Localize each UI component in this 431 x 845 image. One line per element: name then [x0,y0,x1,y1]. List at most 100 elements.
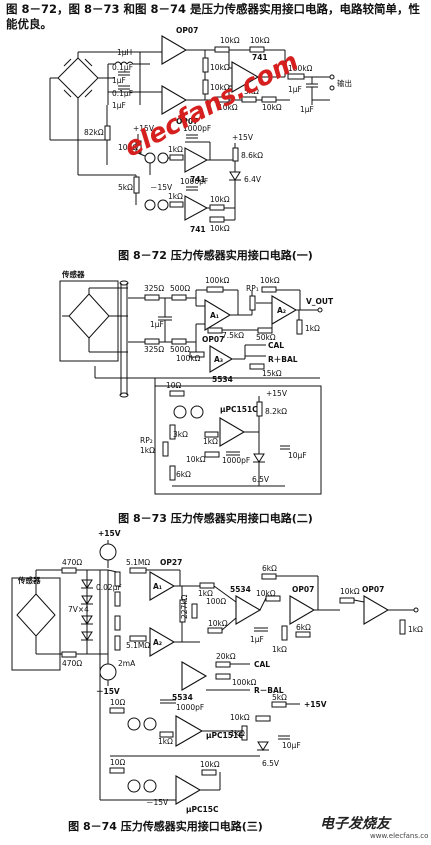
label-v15n-74: －15V [96,687,120,696]
label-82k: 82kΩ [84,128,104,137]
amp-op07b-74 [363,595,390,625]
transistor-2 [157,152,169,164]
label-r10k-c: 10kΩ [210,83,230,92]
transistor-4 [157,199,169,211]
label-65v-74: 6.5V [262,759,280,768]
label-cal-73: CAL [268,341,284,350]
label-10ke-74: 10kΩ [200,760,220,769]
label-op07-73: OP07 [202,335,224,344]
amp-741-main [231,61,260,93]
label-r10k-h: 10kΩ [210,224,230,233]
label-c1: 0.1μF [112,63,133,72]
transistor-10 [143,779,157,793]
label-75k: 7.5kΩ [222,331,244,340]
label-5k-74: 5kΩ [272,693,287,702]
label-100k-74: 100kΩ [232,678,257,687]
label-51mb: 5.1MΩ [126,641,150,650]
label-output: 输出 [337,78,352,88]
label-upc15c-74: μPC15C [186,805,219,814]
label-c4: 1μF [112,101,126,110]
current-source-top [99,543,117,561]
intro-paragraph: 图 8－72，图 8－73 和图 8－74 是压力传感器实用接口电路，电路较简单… [6,2,421,31]
label-741: 741 [252,53,268,62]
label-cal-74: CAL [254,660,270,669]
label-10kb-73: 10kΩ [186,455,206,464]
label-7vx4: 7V×4 [68,605,89,614]
label-470b: 470Ω [62,659,82,668]
label-86k: 8.6kΩ [241,151,263,160]
label-1uF-73: 1μF [150,320,164,329]
label-rp1: RP₁ [246,284,259,293]
label-5534-73: 5534 [212,375,233,384]
label-op07-top: OP07 [176,26,198,35]
amp-a2-73 [271,295,298,325]
label-5k-b: 5kΩ [118,183,133,192]
label-c002: 0.02μF [96,583,122,592]
label-6kb-74: 6kΩ [296,623,311,632]
label-50k: 50kΩ [256,333,276,342]
label-1k: 1kΩ [168,145,183,154]
label-v15p2-74: +15V [304,700,327,709]
label-c1u-out: 1μF [288,85,302,94]
label-r10k-f: 10kΩ [262,103,282,112]
label-c1u-out2: 1μF [300,105,314,114]
label-r10k-a: 10kΩ [220,36,240,45]
amp-5534b-74 [181,661,208,691]
label-100kb: 100kΩ [176,354,201,363]
label-65v-73: 6.5V [252,475,270,484]
label-upc151c-73: μPC151C [220,405,258,414]
label-10ohm-74: 10Ω [110,698,126,707]
amp-a2-74 [149,627,176,657]
amp-upc151c-74 [175,715,204,747]
logo-text: 电子发烧友 [320,815,392,832]
label-vout: V_OUT [306,297,334,306]
label-1kc-74: 1kΩ [408,625,423,634]
op07-top-amp [161,35,188,65]
label-100ka: 100kΩ [205,276,230,285]
caption-fig-8-73: 图 8－73 压力传感器实用接口电路(二) [118,512,313,525]
label-10kd-74: 10kΩ [230,713,250,722]
label-r10k-d: 10kΩ [250,36,270,45]
label-1k-74: 1kΩ [198,589,213,598]
label-20k-74: 20kΩ [216,652,236,661]
amp-5534-74 [235,595,262,625]
label-15k: 15kΩ [262,369,282,378]
transistor-3 [144,199,156,211]
label-v15p: +15V [133,124,155,133]
label-r10k-g: 10kΩ [210,195,230,204]
label-v15p-b: +15V [232,133,254,142]
label-10uF-73: 10μF [288,451,307,460]
label-100ohm: 100Ω [118,143,138,152]
label-10uF-74: 10μF [282,741,301,750]
label-a2-74: A₂ [153,638,162,647]
label-227k: 227kΩ [180,594,189,619]
label-1ke-74: 1kΩ [230,729,245,738]
label-10ohm-73: 10Ω [166,381,182,390]
label-10k-74: 10kΩ [208,619,228,628]
label-a1-73: A₁ [210,311,219,320]
label-500a: 500Ω [170,284,190,293]
sensor-box-73 [59,280,119,362]
label-sensor-74: 传感器 [17,575,41,585]
transistor-8 [143,717,157,731]
label-op07b-74: OP07 [362,585,384,594]
label-64v: 6.4V [244,175,262,184]
label-a3-73: A₃ [214,355,223,364]
label-r10k-e: 10kΩ [218,103,238,112]
label-1uH: 1μH [117,48,132,57]
amp-a3-73 [209,345,234,373]
label-op07-74: OP07 [292,585,314,594]
label-5534-74: 5534 [230,585,251,594]
label-10ohm-b-74: 10Ω [110,758,126,767]
amp-upc15c-74 [175,775,202,805]
label-sensor-73: 传感器 [61,269,85,279]
excitation-box-73 [154,385,322,495]
logo-url: www.elecfans.com [370,832,428,840]
label-6k-74: 6kΩ [262,564,277,573]
amp-741-neg [184,195,209,221]
label-c2: 1μF [112,76,126,85]
label-325a: 325Ω [144,284,164,293]
amp-a1-73 [204,299,232,331]
label-v15n: －15V [150,183,173,192]
